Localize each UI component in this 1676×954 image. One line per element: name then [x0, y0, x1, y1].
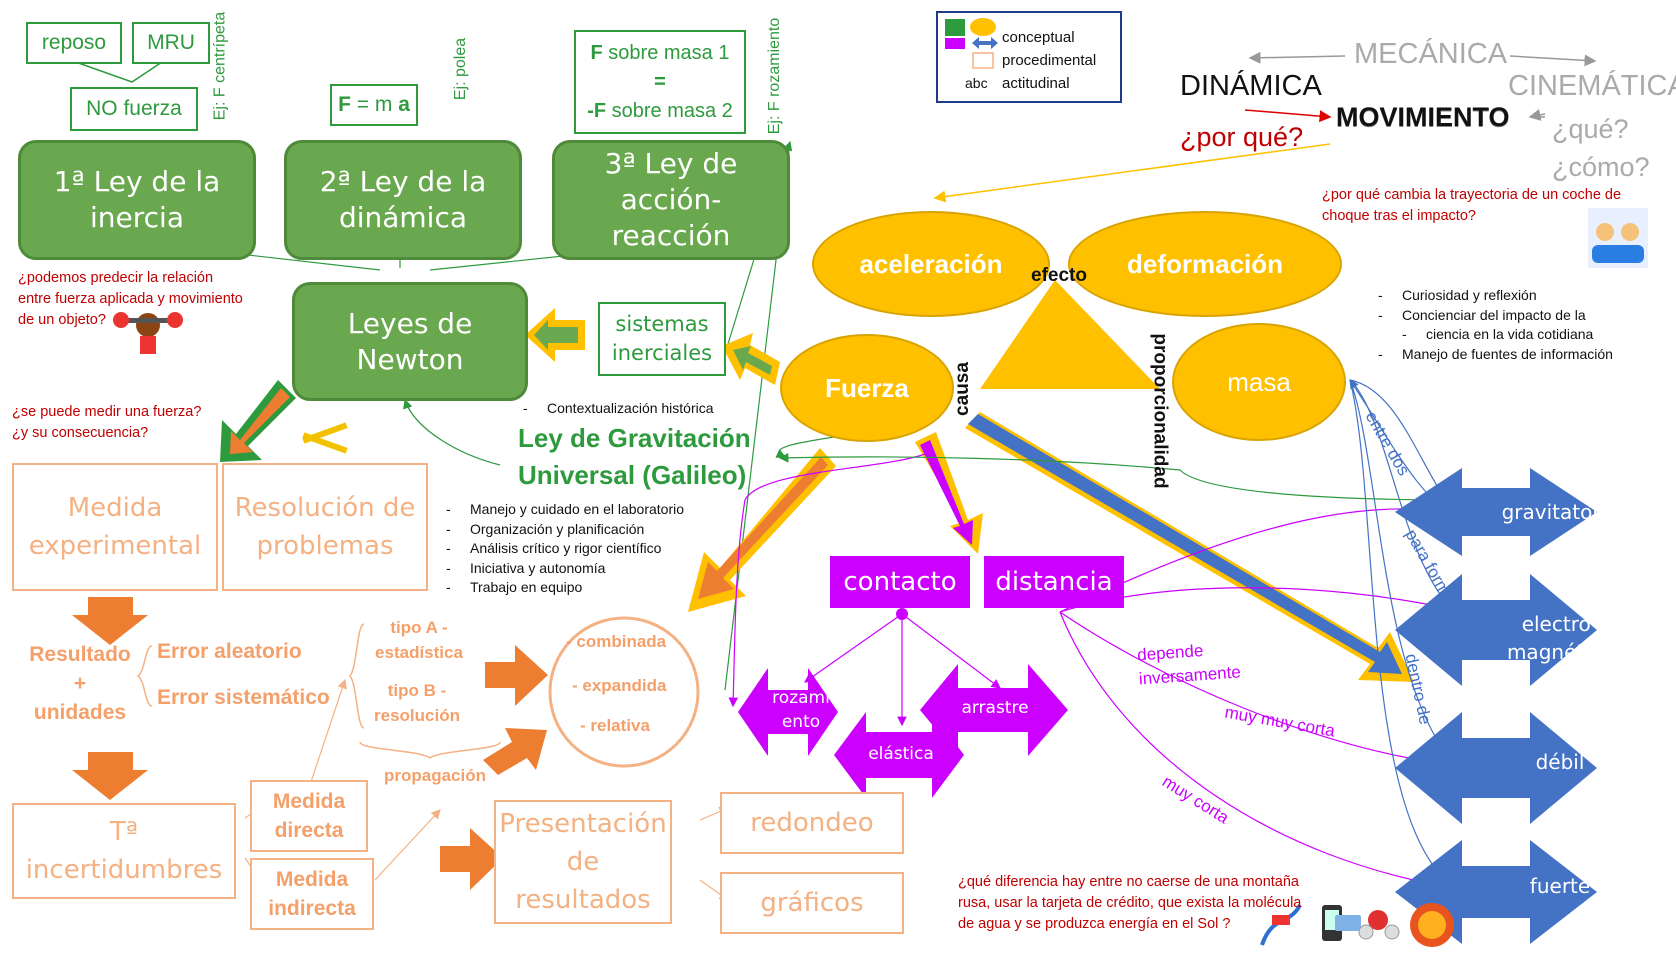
lab-skills-list: Manejo y cuidado en el laboratorio Organ…: [446, 501, 684, 599]
presentacion-resultados-note: Presentación de resultados: [494, 800, 672, 924]
fma-box: F = m a: [330, 84, 418, 126]
tape-measure-icon: [302, 422, 348, 454]
bumper-car-icon: [1588, 208, 1648, 268]
resultado-unidades: Resultado + unidades: [29, 643, 131, 724]
medida-indirecta-box: Medida indirecta: [250, 858, 374, 930]
card-phone-icon: [1322, 905, 1361, 941]
distancia-box: distancia: [984, 556, 1124, 608]
incertidumbres-note: Tª incertidumbres: [12, 803, 236, 899]
causa-label: causa: [951, 362, 973, 416]
example-polea: Ej: polea: [452, 37, 470, 101]
rollercoaster-icon: [1260, 903, 1302, 946]
masa-ellipse: masa: [1172, 323, 1346, 441]
como-label: ¿cómo?: [1552, 152, 1650, 182]
reposo-box: reposo: [26, 22, 122, 64]
debil-label: débil: [1535, 750, 1585, 774]
question-bottom: ¿qué diferencia hay entre no caerse de u…: [958, 874, 1302, 932]
question-predict: ¿podemos predecir la relación entre fuer…: [18, 270, 243, 328]
newton-to-procedure-arrow: [220, 380, 296, 462]
context-history-item: Contextualización histórica: [523, 400, 714, 420]
sistemas-inerciales-box: sistemas inerciales: [598, 302, 726, 376]
first-law-box: 1ª Ley de la inercia: [18, 140, 256, 260]
legend-procedimental: procedimental: [1002, 52, 1097, 69]
causa-efecto-triangle: [980, 280, 1160, 389]
rozamiento-label: rozami ento: [772, 688, 830, 732]
error-aleatorio: Error aleatorio: [157, 640, 302, 663]
que-label: ¿qué?: [1552, 114, 1629, 144]
yellow-block-arrows: [525, 308, 780, 385]
medida-directa-box: Medida directa: [250, 780, 368, 852]
incertidumbre-expandida: - expandida: [572, 676, 667, 695]
legend-box: [936, 11, 1122, 103]
interaction-shapes: [1395, 468, 1597, 944]
legend-shapes: [945, 18, 998, 69]
sun-icon: [1410, 903, 1454, 947]
weightlifter-icon: [113, 312, 183, 354]
water-molecule-icon: [1358, 910, 1400, 940]
fuerza-ellipse: Fuerza: [780, 334, 954, 442]
third-law-box: 3ª Ley de acción- reacción: [552, 140, 790, 260]
legend-conceptual: conceptual: [1002, 29, 1075, 46]
uncertainty-circle: [548, 616, 700, 768]
second-law-box: 2ª Ley de la dinámica: [284, 140, 522, 260]
procedure-flow: [72, 597, 548, 890]
electromagnetica-label: electro- magnética: [1506, 612, 1614, 664]
por-que-label: ¿por qué?: [1180, 122, 1304, 152]
elastica-label: elástica: [868, 744, 934, 764]
deformacion-ellipse: deformación: [1068, 211, 1342, 317]
attitude-item: Concienciar del impacto de la: [1378, 307, 1613, 327]
incertidumbre-relativa: - relativa: [580, 716, 650, 735]
gravitatoria-label: gravitatoria: [1501, 500, 1619, 524]
no-fuerza-box: NO fuerza: [70, 87, 198, 131]
arrastre-label: arrastre: [961, 698, 1029, 718]
contacto-types-shapes: [738, 664, 1068, 798]
contacto-arrows: [804, 613, 1001, 727]
attitude-item-continuation: ciencia en la vida cotidiana: [1378, 326, 1613, 346]
cinematica-label: CINEMÁTICA: [1508, 70, 1676, 102]
gravitation-law: Ley de Gravitación Universal (Galileo): [518, 423, 751, 490]
dinamica-label: DINÁMICA: [1180, 70, 1322, 102]
example-rozamiento: Ej: F rozamiento: [766, 17, 784, 135]
redondeo-note: redondeo: [720, 792, 904, 854]
efecto-label: efecto: [1031, 265, 1087, 286]
tipo-a: tipo A - estadística: [375, 618, 463, 662]
lab-skill-item: Trabajo en equipo: [446, 579, 684, 599]
question-measure: ¿se puede medir una fuerza? ¿y su consec…: [12, 404, 202, 441]
proporcionalidad-label: proporcionalidad: [1149, 333, 1171, 489]
fuerte-label: fuerte: [1529, 874, 1591, 898]
legend-abc: abc: [965, 75, 988, 91]
example-centripeta: Ej: F centrípeta: [211, 11, 229, 121]
contacto-box: contacto: [830, 556, 970, 608]
context-list: Contextualización histórica: [523, 400, 714, 420]
reposo-connector: [69, 59, 166, 83]
legend-actitudinal: actitudinal: [1002, 75, 1070, 92]
mecanica-label: MECÁNICA: [1354, 38, 1508, 70]
depende-inversamente-label: depende inversamente: [1136, 640, 1242, 689]
lab-skill-item: Iniciativa y autonomía: [446, 560, 684, 580]
medida-experimental-note: Medida experimental: [12, 463, 218, 591]
newton-laws-box: Leyes de Newton: [292, 282, 528, 401]
graficos-note: gráficos: [720, 872, 904, 934]
incertidumbre-combinada: - combinada: [566, 632, 667, 651]
third-law-formula-box: F sobre masa 1 = -F sobre masa 2: [574, 30, 746, 134]
force-diagonal-arrows: [688, 412, 1414, 682]
resolucion-problemas-note: Resolución de problemas: [222, 463, 428, 591]
aceleracion-ellipse: aceleración: [812, 211, 1050, 317]
lab-skill-item: Análisis crítico y rigor científico: [446, 540, 684, 560]
propagacion-label: propagación: [384, 766, 487, 785]
mru-box: MRU: [132, 22, 210, 64]
question-crash: ¿por qué cambia la trayectoria de un coc…: [1322, 187, 1622, 224]
attitudes-list: Curiosidad y reflexión Concienciar del i…: [1378, 287, 1613, 365]
lab-skill-item: Manejo y cuidado en el laboratorio: [446, 501, 684, 521]
error-sistematico: Error sistemático: [157, 686, 330, 709]
attitude-item: Manejo de fuentes de información: [1378, 346, 1613, 366]
lab-skill-item: Organización y planificación: [446, 521, 684, 541]
movimiento-label: MOVIMIENTO: [1336, 102, 1510, 132]
attitude-item: Curiosidad y reflexión: [1378, 287, 1613, 307]
tipo-b: tipo B - resolución: [374, 681, 460, 725]
